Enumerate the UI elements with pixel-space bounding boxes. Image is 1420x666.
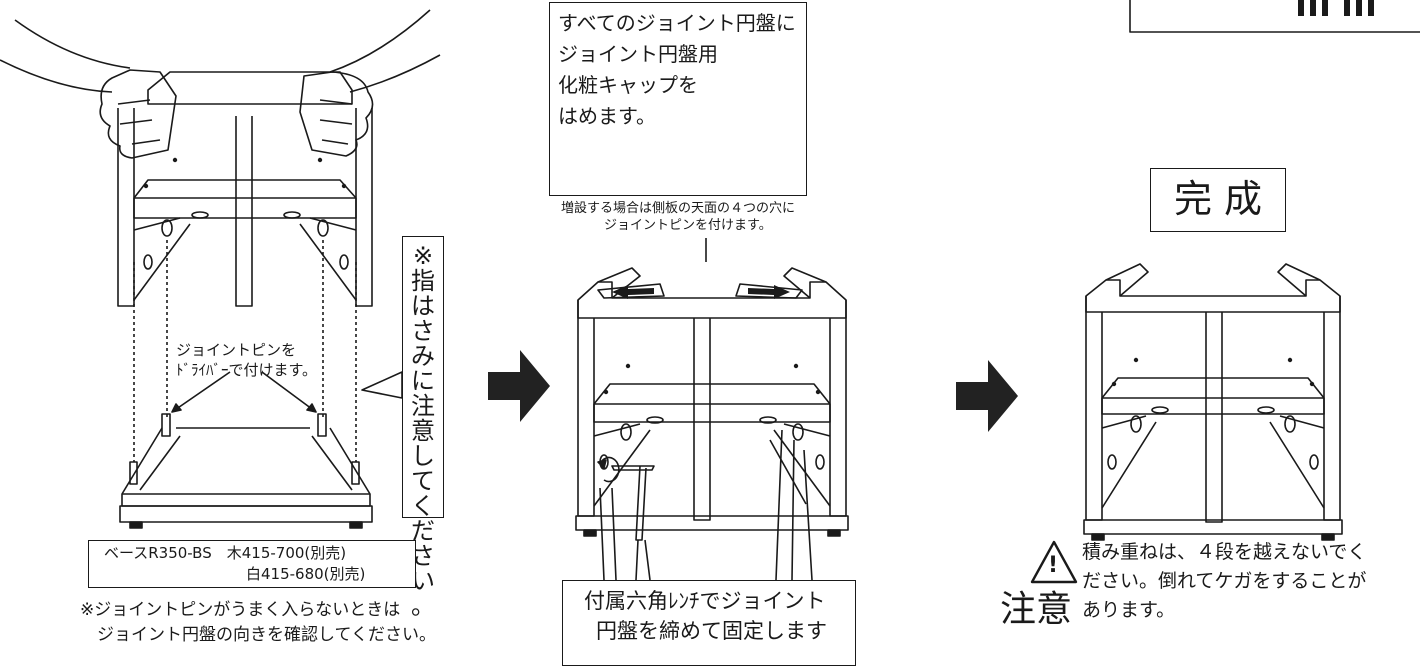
clipped-frame <box>1129 0 1420 33</box>
caution-line-3: あります。 <box>1082 599 1176 621</box>
pin-note-line-2: ジョイント円盤の向きを確認してください。 <box>97 625 436 645</box>
cap-line-4: はめます。 <box>558 104 656 128</box>
flow-arrow-1 <box>488 350 550 422</box>
caution-line-1: 積み重ねは、４段を越えないでく <box>1082 541 1367 563</box>
caution-triangle <box>1030 540 1078 584</box>
complete-label: 完 成 <box>1173 177 1263 221</box>
flow-arrow-2 <box>956 360 1018 432</box>
caution-label: 注意 <box>1000 589 1073 630</box>
cap-line-1: すべてのジョイント円盤に <box>558 11 796 35</box>
cap-instruction-box <box>549 2 807 196</box>
assembly-diagram <box>0 0 1420 584</box>
base-line-1: ベースR350-BS 木415-700(別売) <box>104 544 347 562</box>
pin-arrow-left <box>612 285 654 299</box>
wrench-line-2: 円盤を締めて固定します <box>596 619 827 643</box>
base-info-box <box>88 540 416 588</box>
cap-line-3: 化粧キャップを <box>558 73 698 97</box>
caution-line-2: ださい。倒れてケガをすることが <box>1082 570 1367 592</box>
finger-warning-box <box>402 236 444 518</box>
wrench-line-1: 付属六角ﾚﾝﾁでジョイント <box>584 589 826 613</box>
pin-note-line-1: ※ジョイントピンがうまく入らないときは <box>80 600 401 620</box>
step2-cabinet-drawing <box>575 238 849 581</box>
complete-label-box <box>1150 168 1286 232</box>
clipped-mark <box>1298 0 1374 16</box>
expansion-note-line-2: ジョイントピンを付けます。 <box>604 218 772 233</box>
step1-cabinet-drawing <box>0 9 441 529</box>
pin-arrow-right <box>748 285 790 299</box>
pin-callout-line-2: ﾄﾞﾗｲﾊﾞｰで付けます。 <box>176 361 318 379</box>
completed-cabinet-drawing <box>1083 263 1343 541</box>
pin-callout-line-1: ジョイントピンを <box>176 341 297 359</box>
expansion-note-line-1: 増設する場合は側板の天面の４つの穴に <box>561 201 796 216</box>
cap-line-2: ジョイント円盤用 <box>558 42 718 66</box>
base-line-2: 白415-680(別売) <box>246 565 366 583</box>
caution-mark: ! <box>1048 553 1059 578</box>
